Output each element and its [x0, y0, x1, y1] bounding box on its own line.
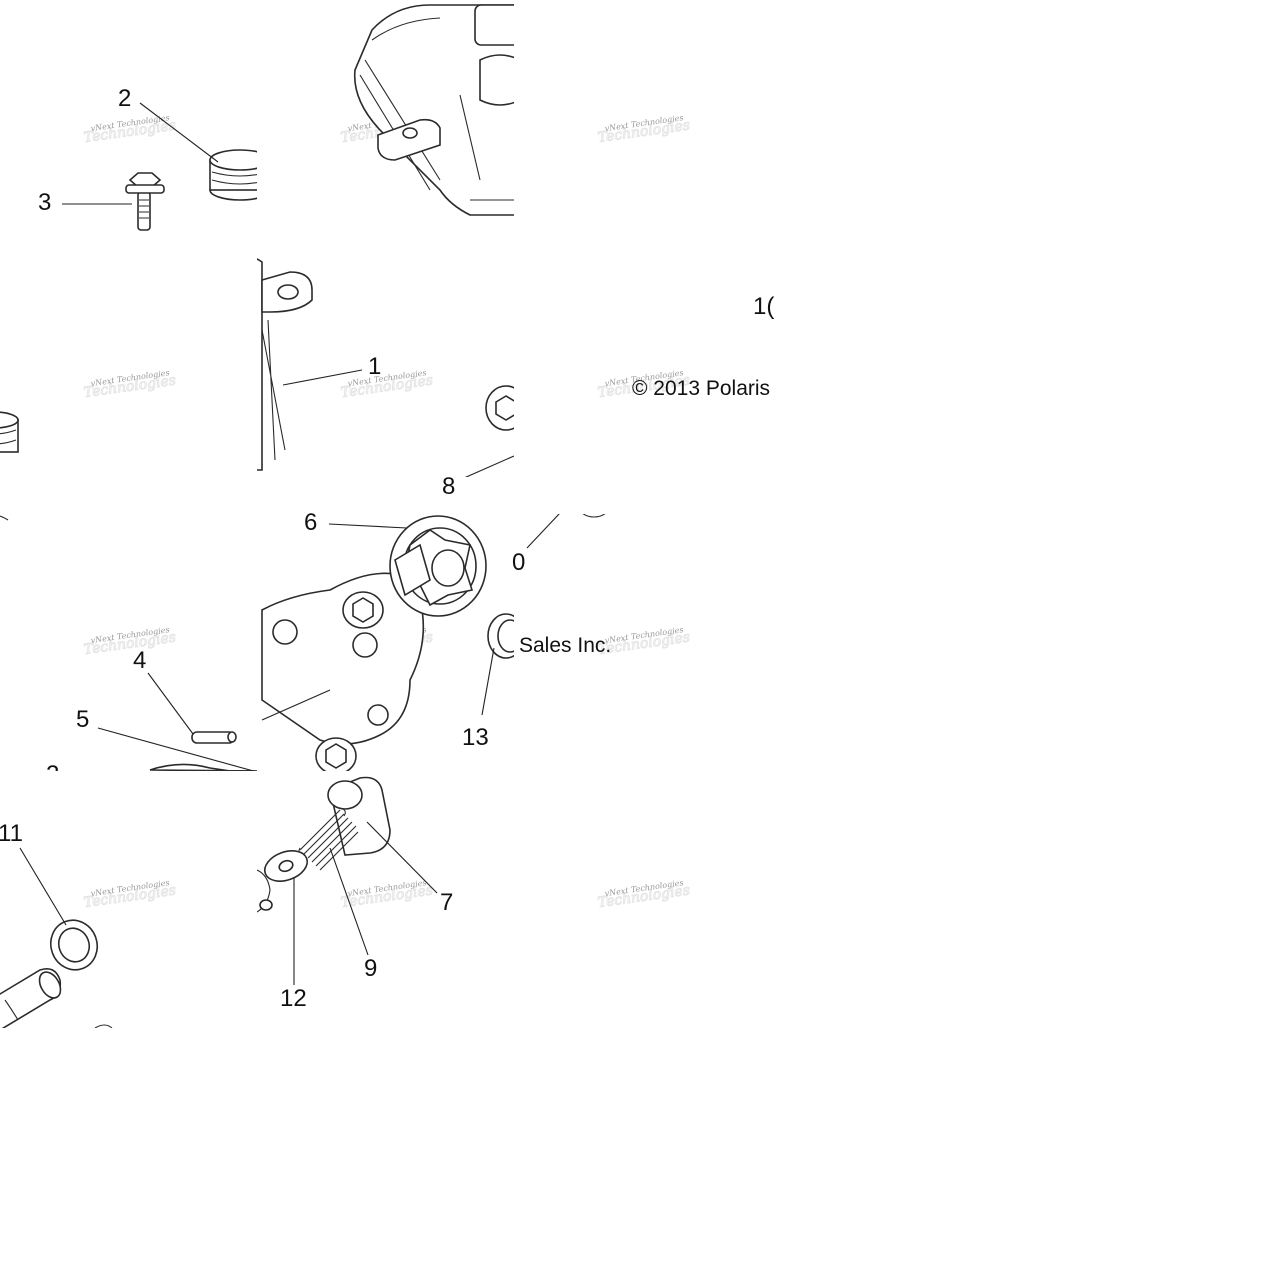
- watermark: Technologies vNext Technologies: [339, 878, 434, 911]
- cap-screw: [315, 737, 357, 771]
- watermark: Technologies vNext Technologies: [82, 878, 177, 911]
- callout-partial-clip: 2: [46, 761, 59, 788]
- watermark: Technologies vNext Technologies: [339, 368, 434, 401]
- tile-1-0: [353, 4, 514, 216]
- watermark: Technologies vNext Technologies: [82, 625, 177, 658]
- pin-part-4: [191, 731, 237, 744]
- plug-part-2: [209, 149, 257, 201]
- callout-partial-left: 2: [46, 761, 59, 788]
- tile-0-3: [0, 847, 113, 1028]
- plug-partial: [0, 411, 19, 453]
- washer-part-12: [263, 850, 309, 882]
- callout-7: 7: [440, 889, 453, 916]
- callout-3: 3: [38, 189, 51, 216]
- washer-part-11: [49, 919, 99, 971]
- callout-2: 2: [118, 85, 131, 112]
- watermark: Technologies vNext Technologies: [82, 368, 177, 401]
- callout-13: 13: [462, 724, 489, 751]
- cap-screw: [342, 591, 384, 629]
- tile-0-0: [62, 102, 257, 231]
- shaft: [0, 967, 62, 1028]
- tile-2-2: [526, 514, 606, 549]
- tile-1-3: [257, 776, 438, 985]
- rotor-part-6: [389, 515, 487, 617]
- screw-head: [485, 385, 514, 431]
- callout-10-partial: 1(: [753, 293, 774, 320]
- tile-1-2: [261, 515, 514, 771]
- tile-0-1: [0, 411, 19, 453]
- watermarks: Technologies vNext Technologies Technolo…: [82, 113, 691, 911]
- callout-6: 6: [304, 509, 317, 536]
- tile-1-1: [257, 258, 514, 477]
- copyright-line-1: © 2013 Polaris: [632, 377, 770, 400]
- watermark: Technologies vNext Technologies: [596, 878, 691, 911]
- callouts: 2 3 1 8 1( 6 0 4 5 13 11 7 9 12: [0, 85, 774, 1012]
- bolt-part-3: [125, 172, 165, 231]
- callout-4: 4: [133, 647, 146, 674]
- callout-9: 9: [364, 955, 377, 982]
- tile-0-2: [0, 515, 257, 771]
- callout-1: 1: [368, 353, 381, 380]
- washer-part-13: [487, 613, 514, 659]
- watermark: Technologies vNext Technologies: [596, 113, 691, 146]
- callout-11: 11: [0, 820, 23, 847]
- watermark: Technologies vNext Technologies: [82, 113, 177, 146]
- callout-5: 5: [76, 706, 89, 733]
- copyright-line-2: Sales Inc.: [519, 634, 611, 657]
- callout-8: 8: [442, 473, 455, 500]
- pump-housing: [261, 572, 425, 745]
- sleeve-part-7: [327, 776, 391, 856]
- callout-10-partial-b: 0: [512, 549, 525, 576]
- copyright: © 2013 Polaris Sales Inc.: [519, 377, 770, 657]
- callout-12: 12: [280, 985, 307, 1012]
